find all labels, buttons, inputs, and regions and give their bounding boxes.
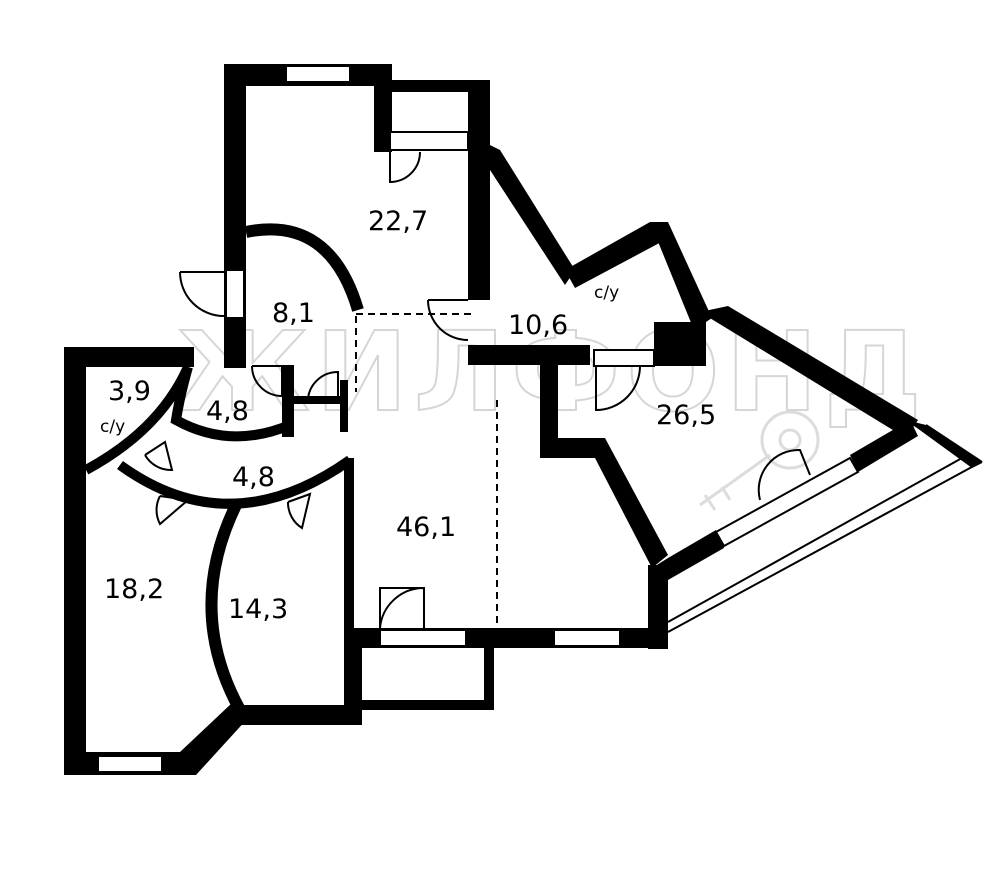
door-swing (379, 586, 425, 629)
window (285, 65, 351, 83)
bathroom-label: с/у (100, 417, 125, 437)
window (379, 629, 467, 647)
door-swing (389, 151, 421, 184)
room-labels: 22,7 8,1 10,6 26,5 3,9 4,8 4,8 46,1 18,2… (100, 206, 716, 625)
door-swing (144, 440, 174, 472)
window (225, 269, 245, 319)
window (389, 131, 469, 151)
room-area-label: 26,5 (656, 400, 716, 431)
door-swing (595, 365, 641, 412)
window (553, 629, 621, 647)
window (714, 456, 860, 548)
zone-dividers (355, 313, 498, 628)
door-swings (144, 151, 811, 629)
window (593, 349, 655, 367)
room-area-label: 4,8 (232, 462, 275, 493)
windows (97, 65, 860, 773)
door-swing (757, 448, 811, 501)
room-area-label: 10,6 (508, 310, 568, 341)
room-area-label: 22,7 (368, 206, 428, 237)
curved-walls (83, 223, 364, 713)
room-area-label: 8,1 (272, 298, 315, 329)
window (97, 755, 163, 773)
door-swing (286, 492, 312, 530)
room-area-label: 46,1 (396, 512, 456, 543)
balcony (667, 424, 983, 633)
room-area-label: 14,3 (228, 594, 288, 625)
door-swing (307, 370, 339, 399)
room-area-label: 3,9 (108, 376, 151, 407)
door-swing (251, 365, 283, 398)
door-swing (155, 495, 191, 526)
bathroom-label: с/у (594, 283, 619, 303)
door-swing (179, 271, 225, 317)
door-swing (427, 299, 469, 341)
walls (64, 64, 982, 775)
room-area-label: 4,8 (206, 396, 249, 427)
room-area-label: 18,2 (104, 574, 164, 605)
